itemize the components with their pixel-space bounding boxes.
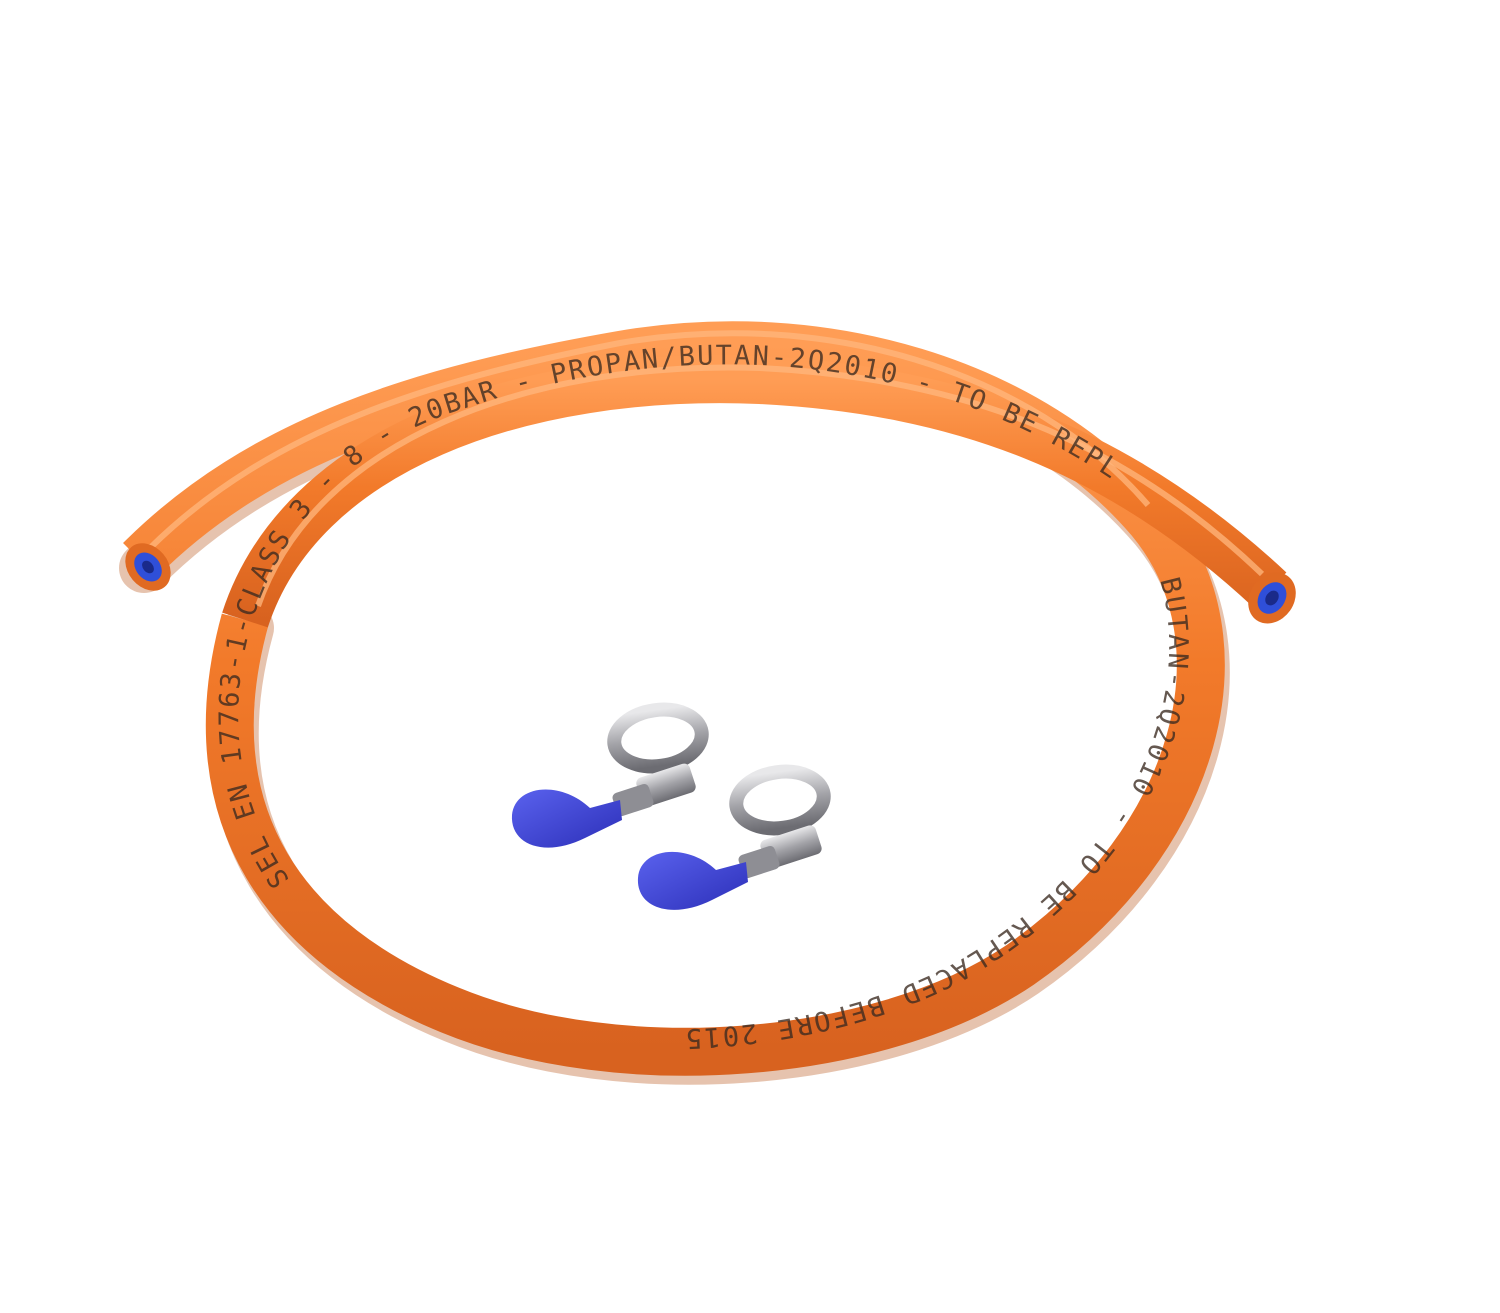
hose-print-upper-path: SEL EN 17763-1-CLASS 3 - 8 - 20BAR - PRO…: [0, 0, 1124, 893]
hose-highlight-strand: [255, 364, 1265, 607]
hose-body: [123, 321, 1225, 1076]
hose-clamp-icon: [511, 702, 709, 848]
hose-print-upper: SEL EN 17763-1-CLASS 3 - 8 - 20BAR - PRO…: [0, 0, 1124, 893]
hose-highlight: [147, 330, 1151, 551]
butterfly-handle-icon-2: [637, 851, 748, 910]
hose-end-left: [125, 543, 171, 591]
hose-clamp-icon-2: [637, 764, 831, 910]
butterfly-handle-icon: [511, 789, 622, 848]
hose-end-right: [1248, 572, 1296, 624]
